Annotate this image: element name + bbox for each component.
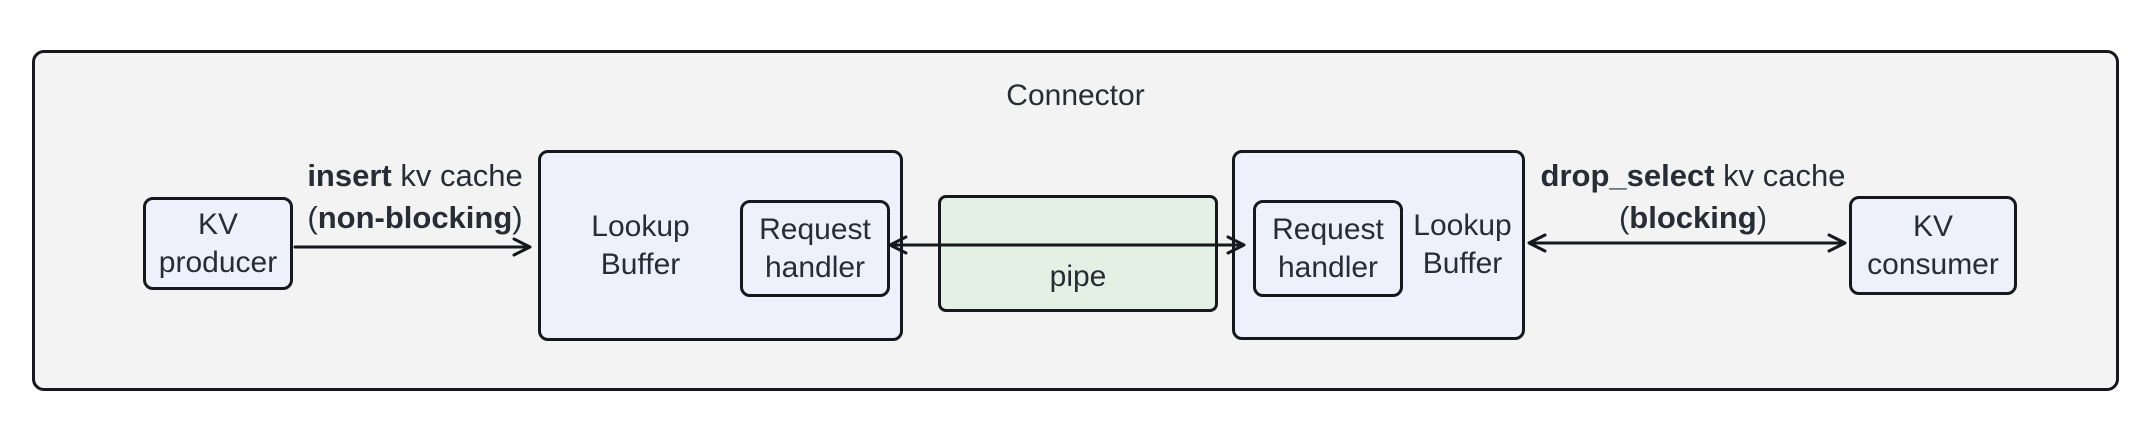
node-lookup-buffer-left: Lookup Buffer Request handler	[538, 150, 903, 341]
drop-select-arrow-label-line1: drop_select kv cache	[1540, 158, 1846, 193]
node-request-handler-right: Request handler	[1253, 200, 1403, 297]
node-lookup-buffer-right: Request handler Lookup Buffer	[1232, 150, 1525, 340]
node-request-handler-right-label: Request handler	[1272, 212, 1384, 284]
node-pipe-label: pipe	[1049, 260, 1107, 293]
node-request-handler-left: Request handler	[740, 200, 890, 297]
connector-title: Connector	[1006, 79, 1145, 112]
node-pipe: pipe	[938, 195, 1218, 312]
insert-arrow-label-line1: insert kv cache	[307, 158, 523, 193]
node-kv-consumer-label: KV consumer	[1867, 209, 1999, 281]
insert-arrow-label-line2: (non-blocking)	[307, 200, 523, 235]
drop-select-arrow-label: drop_select kv cache (blocking)	[1463, 155, 1923, 239]
node-kv-producer: KV producer	[143, 197, 293, 290]
insert-arrow-label: insert kv cache (non-blocking)	[185, 155, 645, 239]
node-kv-producer-label: KV producer	[158, 207, 278, 279]
node-request-handler-left-label: Request handler	[759, 212, 871, 284]
drop-select-arrow-label-line2: (blocking)	[1618, 200, 1768, 235]
node-lookup-buffer-left-label: Lookup Buffer	[591, 209, 690, 281]
node-kv-consumer: KV consumer	[1849, 196, 2017, 295]
node-lookup-buffer-right-label: Lookup Buffer	[1413, 209, 1512, 280]
